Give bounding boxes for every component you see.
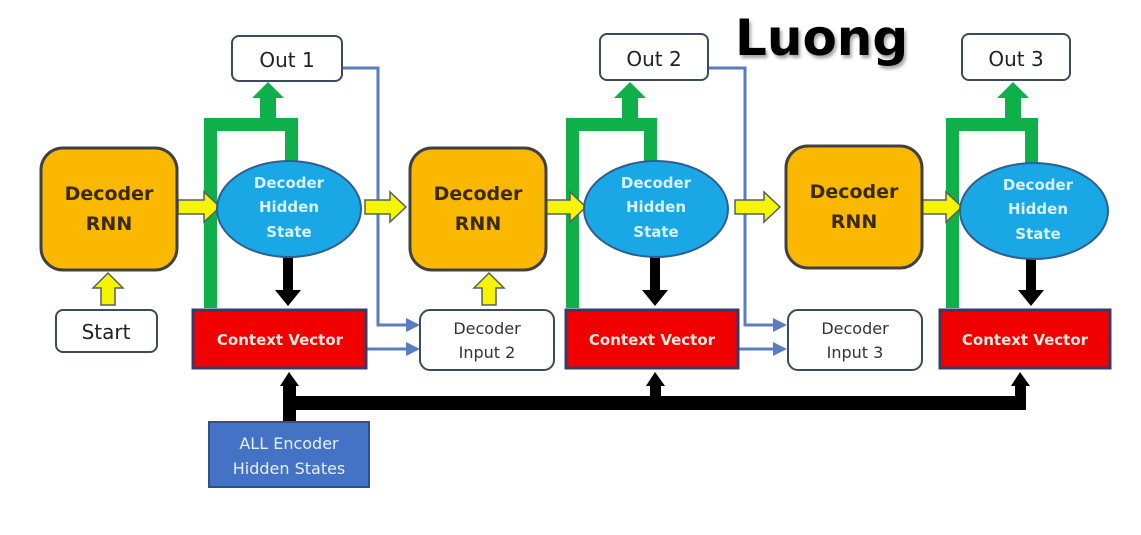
blue-connectors	[342, 66, 775, 351]
hidden-label-line2: Hidden	[1008, 200, 1068, 218]
green-arrow-1	[204, 118, 298, 308]
black-arrowhead-icon	[1011, 372, 1030, 386]
arrowhead-icon	[406, 342, 420, 356]
out2-to-input3-line	[708, 66, 775, 327]
decoder-hidden-state-2[interactable]: Decoder Hidden State	[583, 160, 729, 258]
black-arrow-stem	[283, 254, 293, 292]
hidden-label-line2: Hidden	[259, 198, 319, 216]
green-arrows	[204, 82, 1038, 308]
arrowhead-icon	[773, 318, 787, 332]
decoder-step-1: Decoder RNN Decoder Hidden State Out 1 C…	[39, 35, 368, 370]
decoder-step-3: Decoder RNN Decoder Hidden State Out 3 C…	[784, 33, 1112, 371]
rnn-label-line2: RNN	[455, 213, 501, 235]
green-arrow-3	[946, 118, 1038, 308]
rnn-label-line2: RNN	[86, 213, 132, 235]
hidden-label-line3: State	[633, 223, 678, 241]
yellow-arrow-hidden1-rnn2	[364, 190, 408, 224]
encoder-bus-riser-1	[283, 384, 296, 424]
arrowhead-icon	[773, 342, 787, 356]
encoder-bus-horizontal	[283, 396, 1026, 410]
context-label: Context Vector	[589, 331, 716, 349]
context-vector-3[interactable]: Context Vector	[938, 308, 1112, 370]
black-arrow-stem	[650, 256, 660, 292]
green-arrowhead-icon	[997, 82, 1029, 98]
start-label: Start	[82, 320, 131, 344]
hidden-label-line2: Hidden	[626, 198, 686, 216]
hidden-label-line3: State	[266, 223, 311, 241]
context-vector-1[interactable]: Context Vector	[191, 308, 368, 370]
yellow-arrows	[91, 190, 964, 306]
out-label: Out 3	[988, 47, 1043, 71]
yellow-arrow-input2-rnn2	[472, 271, 506, 306]
black-arrowhead-icon	[275, 290, 301, 306]
green-arrow-2	[566, 118, 657, 308]
decoder-input-2[interactable]: Decoder Input 2	[419, 309, 555, 371]
yellow-arrow-rnn2-hidden2	[545, 190, 588, 224]
arrowhead-icon	[406, 318, 420, 332]
decoder-input-line1: Decoder	[453, 319, 521, 338]
hidden-label-line1: Decoder	[621, 174, 692, 192]
encoder-bus-riser-2	[650, 384, 661, 402]
decoder-input-line1: Decoder	[821, 319, 889, 338]
encoder-hidden-states-box[interactable]: ALL Encoder Hidden States	[208, 421, 370, 488]
encoder-label-line2: Hidden States	[233, 459, 346, 478]
black-arrowhead-icon	[646, 372, 665, 386]
blue-arrowheads	[406, 318, 787, 356]
encoder-label-line1: ALL Encoder	[239, 434, 339, 453]
rnn-label-line2: RNN	[831, 211, 877, 233]
start-box[interactable]: Start	[55, 309, 158, 353]
decoder-rnn-3[interactable]: Decoder RNN	[784, 144, 924, 270]
decoder-rnn-1[interactable]: Decoder RNN	[39, 146, 179, 272]
black-arrowhead-icon	[1018, 290, 1044, 306]
rnn-label-line1: Decoder	[65, 183, 154, 205]
rnn-label-line1: Decoder	[434, 183, 523, 205]
out-box-1[interactable]: Out 1	[231, 35, 343, 82]
rnn-label-line1: Decoder	[810, 181, 899, 203]
yellow-arrow-rnn1-hidden1	[177, 190, 222, 224]
green-arrowhead-icon	[614, 82, 646, 98]
black-arrow-stem	[1026, 256, 1036, 292]
yellow-arrow-start-rnn1	[91, 271, 125, 306]
yellow-arrow-rnn3-hidden3	[920, 190, 964, 224]
encoder-bus-riser-3	[1015, 384, 1026, 406]
out-label: Out 2	[626, 47, 681, 71]
hidden-label-line1: Decoder	[1003, 176, 1074, 194]
out-box-2[interactable]: Out 2	[599, 33, 709, 81]
hidden-label-line1: Decoder	[254, 174, 325, 192]
decoder-hidden-state-1[interactable]: Decoder Hidden State	[216, 160, 362, 258]
black-arrowhead-icon	[280, 372, 299, 386]
black-arrows	[275, 254, 1044, 424]
green-arrow-stem	[260, 96, 276, 120]
green-arrow-stem	[1005, 96, 1021, 120]
context-label: Context Vector	[962, 331, 1089, 349]
context-vector-2[interactable]: Context Vector	[564, 308, 740, 370]
out-label: Out 1	[259, 48, 314, 72]
green-arrowhead-icon	[252, 82, 284, 98]
yellow-arrow-hidden2-rnn3	[734, 190, 782, 224]
decoder-rnn-2[interactable]: Decoder RNN	[408, 146, 548, 272]
decoder-input-3[interactable]: Decoder Input 3	[787, 309, 923, 371]
hidden-label-line3: State	[1015, 225, 1060, 243]
decoder-input-line2: Input 3	[827, 343, 884, 362]
out-box-3[interactable]: Out 3	[961, 33, 1071, 81]
context-label: Context Vector	[217, 331, 344, 349]
green-arrow-stem	[622, 96, 638, 120]
black-arrowhead-icon	[642, 290, 668, 306]
decoder-step-2: Decoder RNN Decoder Hidden State Out 2 C…	[408, 33, 740, 371]
out1-to-input2-line	[342, 66, 408, 327]
diagram-title: Luong	[735, 9, 908, 67]
decoder-input-line2: Input 2	[459, 343, 516, 362]
decoder-hidden-state-3[interactable]: Decoder Hidden State	[959, 162, 1109, 260]
